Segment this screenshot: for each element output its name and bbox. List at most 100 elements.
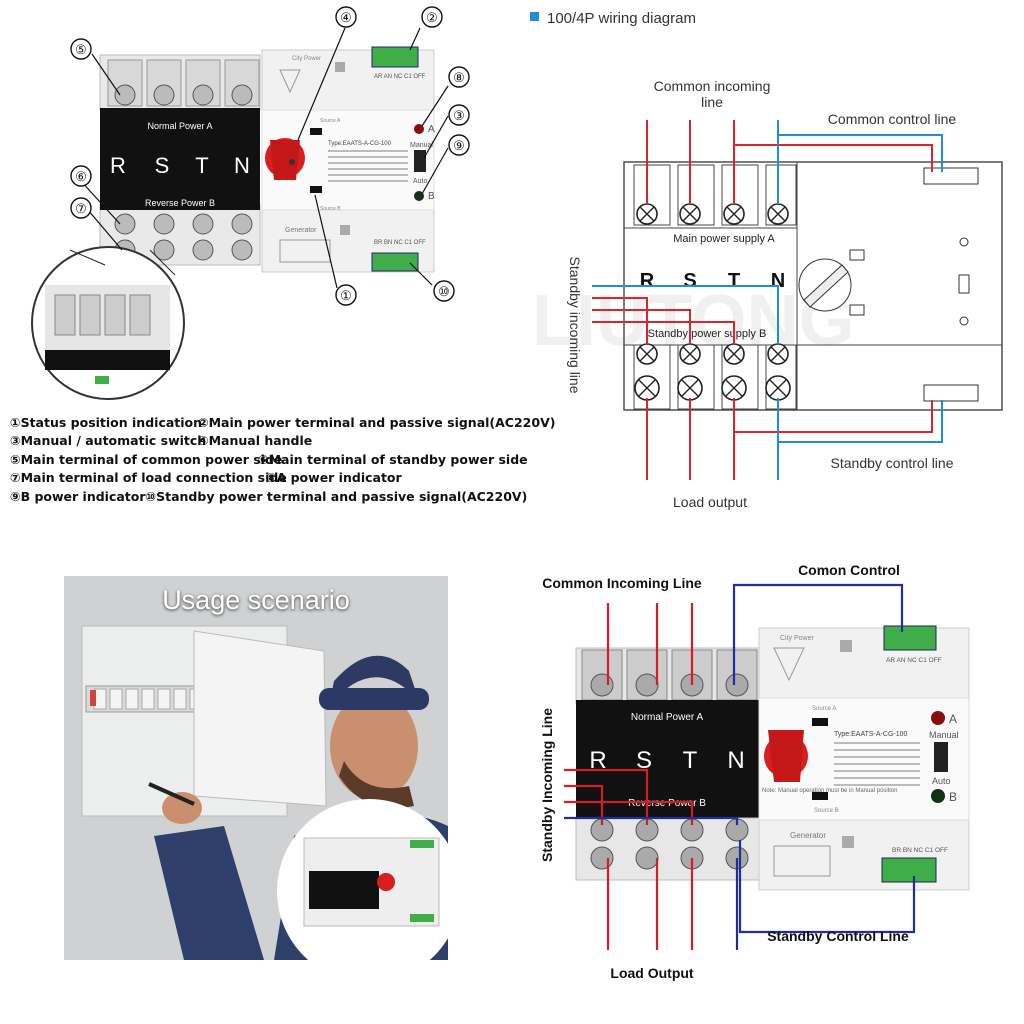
legend-item: ④Manual handle bbox=[198, 433, 313, 449]
top-terminals bbox=[99, 54, 261, 111]
cap-icon bbox=[329, 655, 419, 706]
top-terminal-label: AR AN NC C1 OFF bbox=[374, 74, 426, 80]
callout-7: ⑦ bbox=[75, 201, 87, 216]
tower-icon bbox=[279, 69, 301, 94]
callout-5: ⑤ bbox=[75, 42, 87, 57]
standby-control-terminal bbox=[923, 384, 979, 402]
br-generator: Generator bbox=[790, 831, 826, 840]
common-incoming-heading: Common incoming line bbox=[652, 78, 772, 110]
legend-item: ②Main power terminal and passive signal(… bbox=[198, 415, 556, 430]
inset-zoom-icon bbox=[31, 246, 185, 400]
manual-handle-icon bbox=[265, 138, 305, 180]
bottom-signal-terminal bbox=[371, 252, 419, 272]
roman-one-icon bbox=[335, 62, 345, 72]
legend-item: ⑦Main terminal of load connection side bbox=[10, 470, 287, 486]
wiring-diagram: 100/4P wiring diagram LIUTONG Main power… bbox=[530, 10, 1003, 510]
br-roman-one-icon bbox=[840, 640, 852, 652]
wiring-phase-t: T bbox=[728, 270, 740, 292]
wiring-phase-s: S bbox=[683, 270, 696, 292]
standby-supply-label: Standby power supply B bbox=[648, 328, 767, 340]
br-common-control: Comon Control bbox=[798, 562, 900, 578]
br-tower-icon bbox=[773, 647, 805, 682]
main-supply-label: Main power supply A bbox=[673, 233, 775, 245]
br-blue-wires bbox=[564, 583, 916, 950]
br-reverse-power: Reverse Power B bbox=[628, 798, 706, 809]
legend-item: ⑩Standby power terminal and passive sign… bbox=[145, 488, 528, 504]
standby-control-label: Standby control line bbox=[831, 455, 954, 471]
br-phase-s: S bbox=[636, 747, 652, 774]
generator-label: Generator bbox=[285, 227, 317, 234]
manual-label: Manual bbox=[410, 142, 433, 149]
callout-9: ⑨ bbox=[453, 138, 465, 153]
phase-t: T bbox=[195, 153, 208, 178]
br-standby-incoming: Standby Incoming Line bbox=[539, 708, 555, 862]
br-common-incoming: Common Incoming Line bbox=[542, 575, 702, 591]
phase-s: S bbox=[155, 153, 170, 178]
legend-item: ⑥Main terminal of standby power side bbox=[258, 451, 528, 467]
callout-4: ④ bbox=[340, 10, 352, 25]
labeled-product: Normal Power A R S T N Reverse Power B C… bbox=[539, 562, 970, 981]
hand-icon bbox=[162, 792, 202, 824]
common-control-terminal bbox=[923, 167, 979, 185]
type-label: Type:EAATS-A-CG-100 bbox=[328, 141, 392, 147]
usage-title: Usage scenario bbox=[162, 585, 350, 615]
product-callout-panel: Normal Power A R S T N Reverse Power B C… bbox=[0, 0, 512, 410]
common-incoming-full: Common incoming line bbox=[653, 78, 771, 110]
br-terminal-top-label: AR AN NC C1 OFF bbox=[886, 657, 942, 664]
usage-photo bbox=[64, 576, 448, 960]
br-phase-r: R bbox=[589, 747, 606, 774]
br-note: Note: Manual operation must be in Manual… bbox=[762, 788, 897, 794]
normal-power-label: Normal Power A bbox=[147, 121, 212, 131]
phase-n: N bbox=[234, 153, 250, 178]
product-illustration: Normal Power A R S T N Reverse Power B C… bbox=[31, 6, 470, 400]
legend-item: ⑤Main terminal of common power side bbox=[10, 451, 283, 467]
br-source-a: Source A bbox=[812, 706, 836, 712]
b-lamp-icon bbox=[959, 316, 969, 326]
br-bottom-terminal bbox=[881, 857, 937, 883]
br-manual-label: Manual bbox=[929, 730, 959, 740]
br-standby-control: Standby Control Line bbox=[767, 928, 909, 944]
callout-3: ③ bbox=[453, 108, 465, 123]
top-signal-terminal bbox=[371, 46, 419, 68]
bottom-terminals bbox=[99, 204, 261, 266]
a-mark: A bbox=[428, 124, 435, 135]
screwdriver-icon bbox=[148, 782, 195, 806]
callout-8: ⑧ bbox=[453, 70, 465, 85]
br-b-mark: B bbox=[949, 790, 957, 804]
legend-item: ①Status position indication bbox=[10, 415, 203, 430]
a-lamp-icon bbox=[959, 237, 969, 247]
b-mark: B bbox=[428, 191, 435, 202]
source-b-label: Source B bbox=[320, 206, 341, 212]
br-city-power: City Power bbox=[780, 635, 815, 642]
callout-6: ⑥ bbox=[75, 169, 87, 184]
manual-auto-switch bbox=[414, 150, 426, 172]
standby-incoming-label: Standby incoming line bbox=[567, 257, 583, 394]
title-bullet-icon bbox=[530, 12, 539, 21]
br-normal-power: Normal Power A bbox=[631, 712, 704, 723]
phase-panel bbox=[100, 108, 260, 210]
rotary-switch-icon bbox=[798, 258, 852, 312]
br-source-b: Source B bbox=[814, 808, 839, 814]
labeled-product-panel: Normal Power A R S T N Reverse Power B C… bbox=[512, 540, 1024, 1024]
red-wires bbox=[592, 120, 933, 480]
roman-two-icon bbox=[340, 225, 350, 235]
generator-icon bbox=[279, 239, 331, 263]
auto-label: Auto bbox=[413, 178, 428, 185]
br-top-terminal bbox=[883, 625, 937, 651]
a-indicator-icon bbox=[414, 124, 424, 134]
br-mode-switch bbox=[934, 742, 948, 772]
br-note-text: Note: Manual operation must be in Manual… bbox=[762, 788, 897, 794]
br-auto-label: Auto bbox=[932, 776, 951, 786]
br-generator-icon bbox=[773, 845, 831, 877]
callout-2: ② bbox=[426, 10, 438, 25]
br-phase-t: T bbox=[683, 747, 698, 774]
br-phase-panel bbox=[576, 700, 761, 820]
load-output-label: Load output bbox=[673, 494, 747, 510]
br-a-indicator-icon bbox=[931, 711, 945, 725]
br-roman-two-icon bbox=[842, 836, 854, 848]
br-manual-handle-icon bbox=[764, 730, 808, 782]
br-phase-n: N bbox=[727, 747, 744, 774]
